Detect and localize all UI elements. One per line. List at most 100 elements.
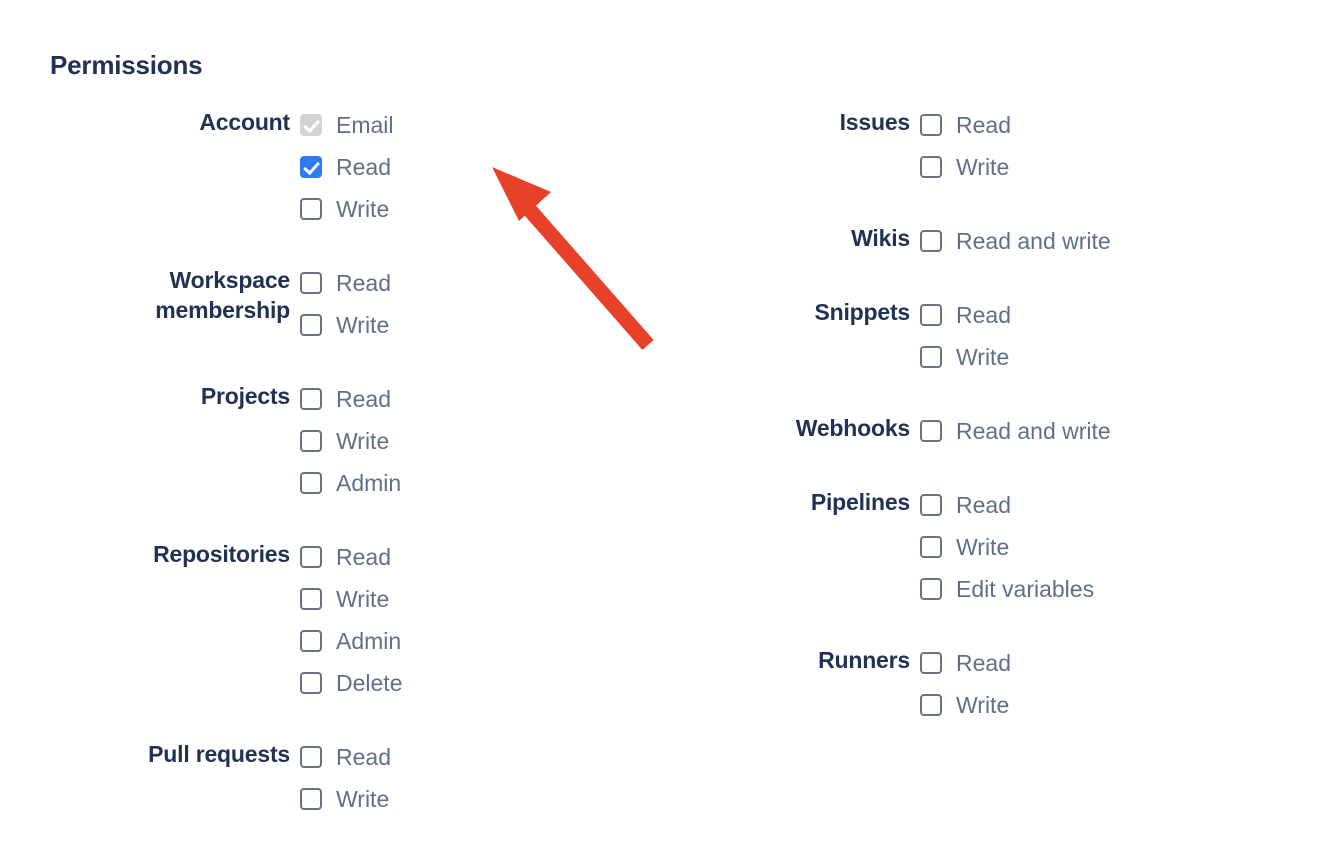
permission-option-row[interactable]: Write	[300, 420, 401, 462]
permission-group-label: Pull requests	[148, 741, 290, 767]
checkbox-label: Delete	[336, 670, 403, 696]
checkbox-label: Read	[956, 492, 1011, 518]
permission-group-label: Issues	[839, 109, 911, 135]
permission-option-row[interactable]: Admin	[300, 462, 401, 504]
permission-group: Webhooks Read and write	[660, 410, 1322, 452]
permission-group-label: Projects	[200, 383, 290, 409]
checkbox-read[interactable]	[920, 304, 942, 326]
permission-option-row[interactable]: Write	[300, 188, 394, 230]
permission-options: Read and write	[920, 220, 1111, 262]
permission-option-row[interactable]: Write	[920, 336, 1011, 378]
permission-group-label: Wikis	[851, 225, 910, 251]
checkbox-label: Read	[956, 302, 1011, 328]
permission-option-row[interactable]: Read	[920, 294, 1011, 336]
permission-group-label: Pipelines	[810, 489, 910, 515]
checkbox-label: Read	[336, 154, 391, 180]
checkbox-label: Write	[956, 154, 1010, 180]
checkbox-write[interactable]	[920, 694, 942, 716]
checkbox-write[interactable]	[300, 430, 322, 452]
permission-option-row[interactable]: Read	[300, 736, 391, 778]
checkbox-read[interactable]	[300, 388, 322, 410]
permission-group-label: Runners	[818, 647, 910, 673]
checkbox-read[interactable]	[920, 114, 942, 136]
permission-option-row[interactable]: Read	[300, 378, 401, 420]
checkbox-read[interactable]	[920, 494, 942, 516]
checkbox-delete[interactable]	[300, 672, 322, 694]
permission-option-row[interactable]: Read and write	[920, 410, 1111, 452]
permission-group-label: Account	[199, 109, 290, 135]
checkbox-write[interactable]	[920, 536, 942, 558]
checkbox-read[interactable]	[300, 156, 322, 178]
permission-group-label: Workspace membership	[155, 267, 290, 323]
checkbox-label: Write	[336, 586, 390, 612]
checkbox-write[interactable]	[300, 588, 322, 610]
permission-option-row[interactable]: Read	[300, 536, 402, 578]
permission-option-row[interactable]: Write	[920, 146, 1011, 188]
permission-option-row[interactable]: Write	[920, 684, 1011, 726]
checkbox-write[interactable]	[300, 198, 322, 220]
permission-option-row[interactable]: Read	[920, 484, 1094, 526]
checkbox-write[interactable]	[300, 788, 322, 810]
checkbox-label: Write	[336, 786, 390, 812]
permission-option-row[interactable]: Read	[300, 146, 394, 188]
checkbox-label: Read	[336, 744, 391, 770]
checkbox-label: Read and write	[956, 418, 1111, 444]
permission-group-label: Webhooks	[795, 415, 910, 441]
permission-options: Read and write	[920, 410, 1111, 452]
permission-option-row[interactable]: Read and write	[920, 220, 1111, 262]
checkbox-label: Edit variables	[956, 576, 1095, 602]
checkbox-write[interactable]	[920, 156, 942, 178]
permission-option-row[interactable]: Write	[300, 578, 402, 620]
permission-option-row[interactable]: Write	[920, 526, 1094, 568]
checkbox-read-and-write[interactable]	[920, 420, 942, 442]
checkbox-read[interactable]	[300, 546, 322, 568]
permission-option-row[interactable]: Email	[300, 104, 394, 146]
checkbox-admin[interactable]	[300, 630, 322, 652]
checkbox-label: Read	[956, 650, 1011, 676]
checkbox-admin[interactable]	[300, 472, 322, 494]
checkbox-label: Read	[336, 544, 391, 570]
checkbox-edit-variables[interactable]	[920, 578, 942, 600]
checkbox-read[interactable]	[300, 272, 322, 294]
checkbox-label: Email	[336, 112, 394, 138]
checkbox-label: Read	[336, 386, 391, 412]
checkbox-label: Write	[956, 344, 1010, 370]
permission-group-label: Snippets	[814, 299, 910, 325]
page-title: Permissions	[50, 50, 203, 80]
checkbox-label: Admin	[336, 628, 402, 654]
permission-option-row[interactable]: Read	[920, 104, 1011, 146]
permission-option-row[interactable]: Delete	[300, 662, 402, 704]
checkbox-read[interactable]	[300, 746, 322, 768]
checkbox-label: Write	[956, 692, 1010, 718]
checkbox-read-and-write[interactable]	[920, 230, 942, 252]
permission-option-row[interactable]: Edit variables	[920, 568, 1094, 610]
checkbox-write[interactable]	[300, 314, 322, 336]
checkbox-label: Write	[336, 196, 390, 222]
permission-option-row[interactable]: Write	[300, 304, 391, 346]
permission-option-row[interactable]: Read	[300, 262, 391, 304]
checkbox-email	[300, 114, 322, 136]
permission-group-label: Repositories	[153, 541, 290, 567]
permission-option-row[interactable]: Read	[920, 642, 1011, 684]
checkbox-write[interactable]	[920, 346, 942, 368]
checkbox-read[interactable]	[920, 652, 942, 674]
permission-option-row[interactable]: Admin	[300, 620, 402, 662]
checkbox-label: Write	[956, 534, 1010, 560]
permission-option-row[interactable]: Write	[300, 778, 391, 820]
